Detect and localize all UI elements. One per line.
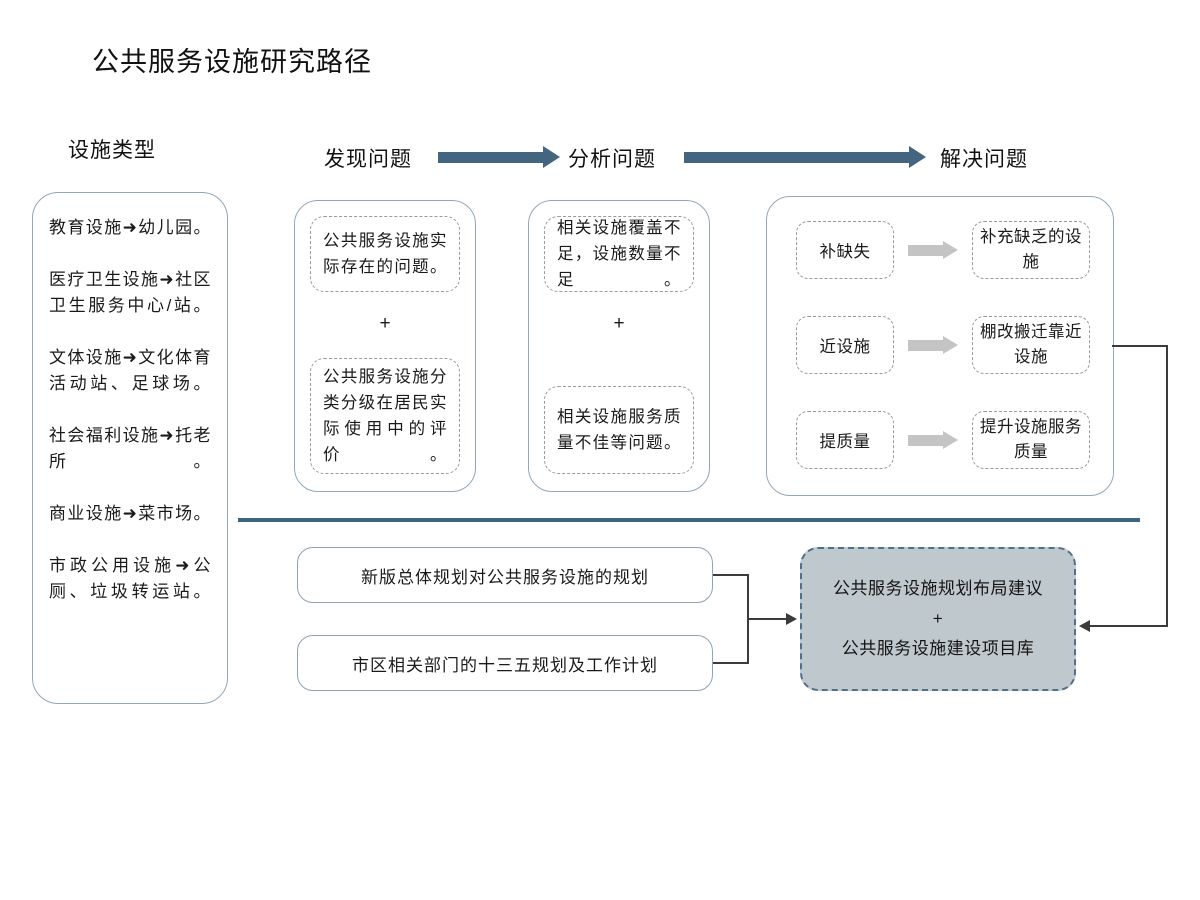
solve-target-supplement-facilities: 补充缺乏的设施 xyxy=(972,221,1090,279)
solve-target-improve-service-quality: 提升设施服务质量 xyxy=(972,411,1090,469)
analyze-card-insufficient-coverage: 相关设施覆盖不足，设施数量不足。 xyxy=(544,216,694,292)
page-title: 公共服务设施研究路径 xyxy=(92,47,372,77)
arrow-shaft xyxy=(908,435,943,446)
connector-loop-top xyxy=(1112,345,1168,347)
column-header-analyze-problem: 分析问题 xyxy=(568,148,656,171)
column-header-discover-problem: 发现问题 xyxy=(324,148,412,171)
discover-card-2-text: 公共服务设施分类分级在居民实际使用中的评价。 xyxy=(323,368,447,464)
connector-loop-arrowhead-icon xyxy=(1079,620,1090,632)
solve-source-near-facility: 近设施 xyxy=(796,316,894,374)
solve-source-improve-quality: 提质量 xyxy=(796,411,894,469)
arrow-head xyxy=(943,241,958,259)
arrow-shaft xyxy=(908,245,943,256)
connector-bracket-vertical xyxy=(747,574,749,663)
facility-item-commercial: 商业设施➜菜市场。 xyxy=(49,504,211,523)
result-line-1: 公共服务设施规划布局建议 xyxy=(833,579,1043,598)
arrow-shaft xyxy=(684,152,909,163)
solve-arrow-row-1-icon xyxy=(908,241,958,259)
connector-bracket-stem xyxy=(749,618,787,620)
facility-type-panel: 教育设施➜幼儿园。 医疗卫生设施➜社区卫生服务中心/站。 文体设施➜文化体育活动… xyxy=(32,192,228,704)
solve-target-relocation-near-facilities: 棚改搬迁靠近设施 xyxy=(972,316,1090,374)
solve-source-fill-gap: 补缺失 xyxy=(796,221,894,279)
plan-box-master-plan: 新版总体规划对公共服务设施的规划 xyxy=(297,547,713,603)
plan-box-department-13th-five-year: 市区相关部门的十三五规划及工作计划 xyxy=(297,635,713,691)
column-header-facility-type: 设施类型 xyxy=(68,139,156,162)
arrow-head xyxy=(943,336,958,354)
arrow-head xyxy=(943,431,958,449)
result-line-2: 公共服务设施建设项目库 xyxy=(841,639,1035,658)
analyze-card-service-quality: 相关设施服务质量不佳等问题。 xyxy=(544,386,694,474)
section-divider xyxy=(238,518,1140,522)
facility-item-medical: 医疗卫生设施➜社区卫生服务中心/站。 xyxy=(49,270,211,315)
column-header-solve-problem: 解决问题 xyxy=(940,148,1028,171)
facility-item-education: 教育设施➜幼儿园。 xyxy=(49,218,211,237)
arrow-shaft xyxy=(438,152,543,163)
arrow-shaft xyxy=(908,340,943,351)
flow-arrow-discover-to-analyze-icon xyxy=(438,146,560,168)
facility-item-municipal: 市政公用设施➜公厕、垃圾转运站。 xyxy=(49,556,211,601)
arrow-head xyxy=(909,146,926,168)
analyze-plus-sign: + xyxy=(613,313,625,334)
connector-bracket-bottom xyxy=(713,662,749,664)
discover-card-1-text: 公共服务设施实际存在的问题。 xyxy=(323,232,447,276)
arrow-head xyxy=(543,146,560,168)
discover-plus-sign: + xyxy=(379,313,391,334)
result-plus-sign: + xyxy=(932,609,944,628)
analyze-card-2-text: 相关设施服务质量不佳等问题。 xyxy=(557,408,681,452)
connector-bracket-top xyxy=(713,574,749,576)
connector-bracket-arrowhead-icon xyxy=(786,613,797,625)
result-box-planning-recommendation: 公共服务设施规划布局建议 + 公共服务设施建设项目库 xyxy=(800,547,1076,691)
facility-item-culture-sport: 文体设施➜文化体育活动站、足球场。 xyxy=(49,348,211,393)
discover-card-resident-evaluation: 公共服务设施分类分级在居民实际使用中的评价。 xyxy=(310,358,460,474)
solve-arrow-row-2-icon xyxy=(908,336,958,354)
discover-card-actual-problems: 公共服务设施实际存在的问题。 xyxy=(310,216,460,292)
connector-loop-bottom xyxy=(1090,625,1168,627)
analyze-card-1-text: 相关设施覆盖不足，设施数量不足。 xyxy=(557,219,681,289)
flow-arrow-analyze-to-solve-icon xyxy=(684,146,926,168)
connector-loop-right xyxy=(1166,345,1168,626)
facility-item-social-welfare: 社会福利设施➜托老所。 xyxy=(49,426,211,471)
solve-arrow-row-3-icon xyxy=(908,431,958,449)
